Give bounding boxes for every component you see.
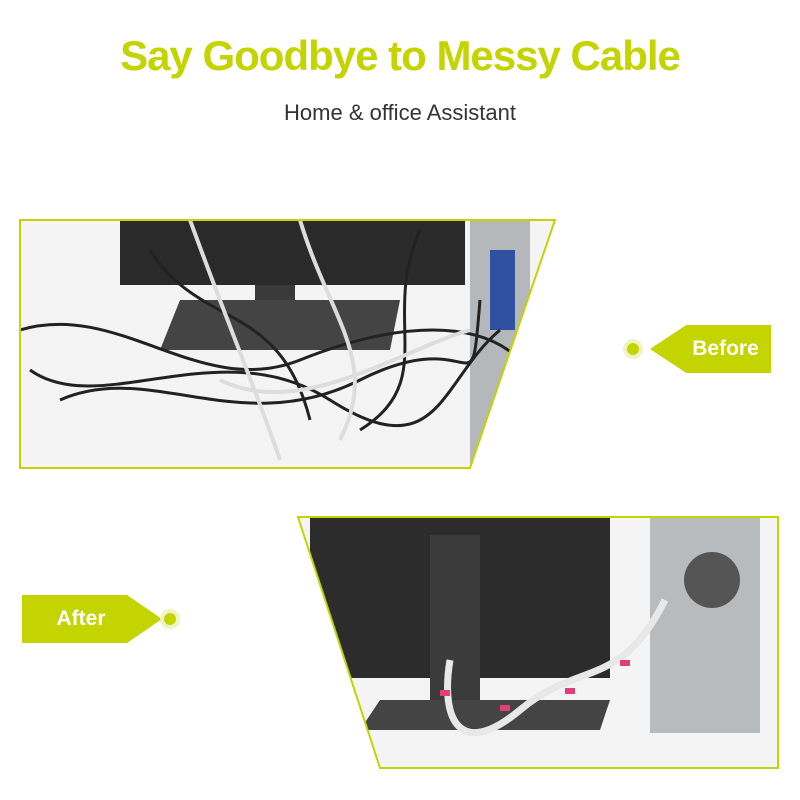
after-photo xyxy=(298,517,778,768)
pc-tower xyxy=(650,518,760,733)
subtitle: Home & office Assistant xyxy=(284,100,516,125)
before-frame xyxy=(19,219,557,469)
after-dot-icon xyxy=(164,613,176,625)
headline: Say Goodbye to Messy Cable xyxy=(120,32,681,79)
after-frame xyxy=(296,516,779,769)
before-dot-icon xyxy=(627,343,639,355)
